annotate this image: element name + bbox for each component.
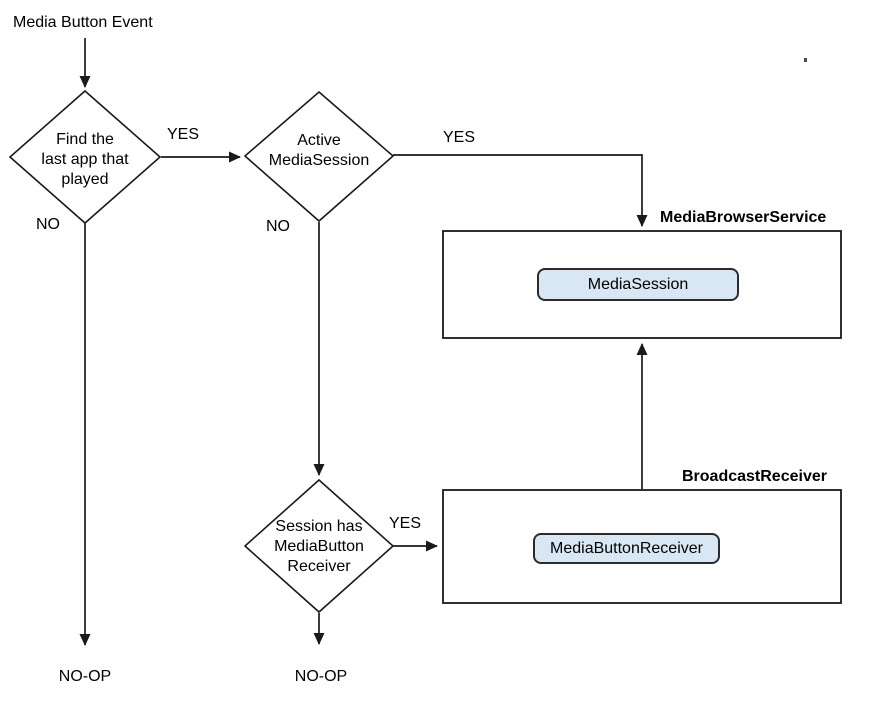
edge-label-yes-3: YES (389, 515, 422, 532)
mediabuttonreceiver-node: MediaButtonReceiver (533, 533, 720, 564)
broadcastreceiver-label: BroadcastReceiver (682, 468, 827, 485)
mediasession-node-text: MediaSession (587, 275, 689, 293)
edge-label-no-1: NO (36, 216, 60, 233)
mediabrowserservice-label: MediaBrowserService (660, 209, 827, 226)
decision-active-mediasession-text: Active MediaSession (268, 132, 370, 169)
edge-label-no-2: NO (266, 218, 290, 235)
noop-label-right: NO-OP (294, 668, 348, 685)
mediabuttonreceiver-node-text: MediaButtonReceiver (550, 539, 703, 557)
decision-session-has-receiver-text: Session has MediaButton Receiver (274, 518, 364, 575)
artifact-dot (804, 58, 807, 62)
start-event-label: Media Button Event (13, 14, 153, 31)
decision-find-last-app-text: Find the last app that played (41, 131, 129, 188)
decision-active-mediasession-shape (243, 90, 395, 223)
decision-session-has-receiver-shape (243, 478, 395, 614)
arrow-yes-to-mediabrowserservice (393, 154, 648, 227)
edge-label-yes-1: YES (167, 126, 200, 143)
edge-label-yes-2: YES (443, 129, 476, 146)
mediasession-node: MediaSession (537, 268, 739, 301)
noop-label-left: NO-OP (58, 668, 112, 685)
